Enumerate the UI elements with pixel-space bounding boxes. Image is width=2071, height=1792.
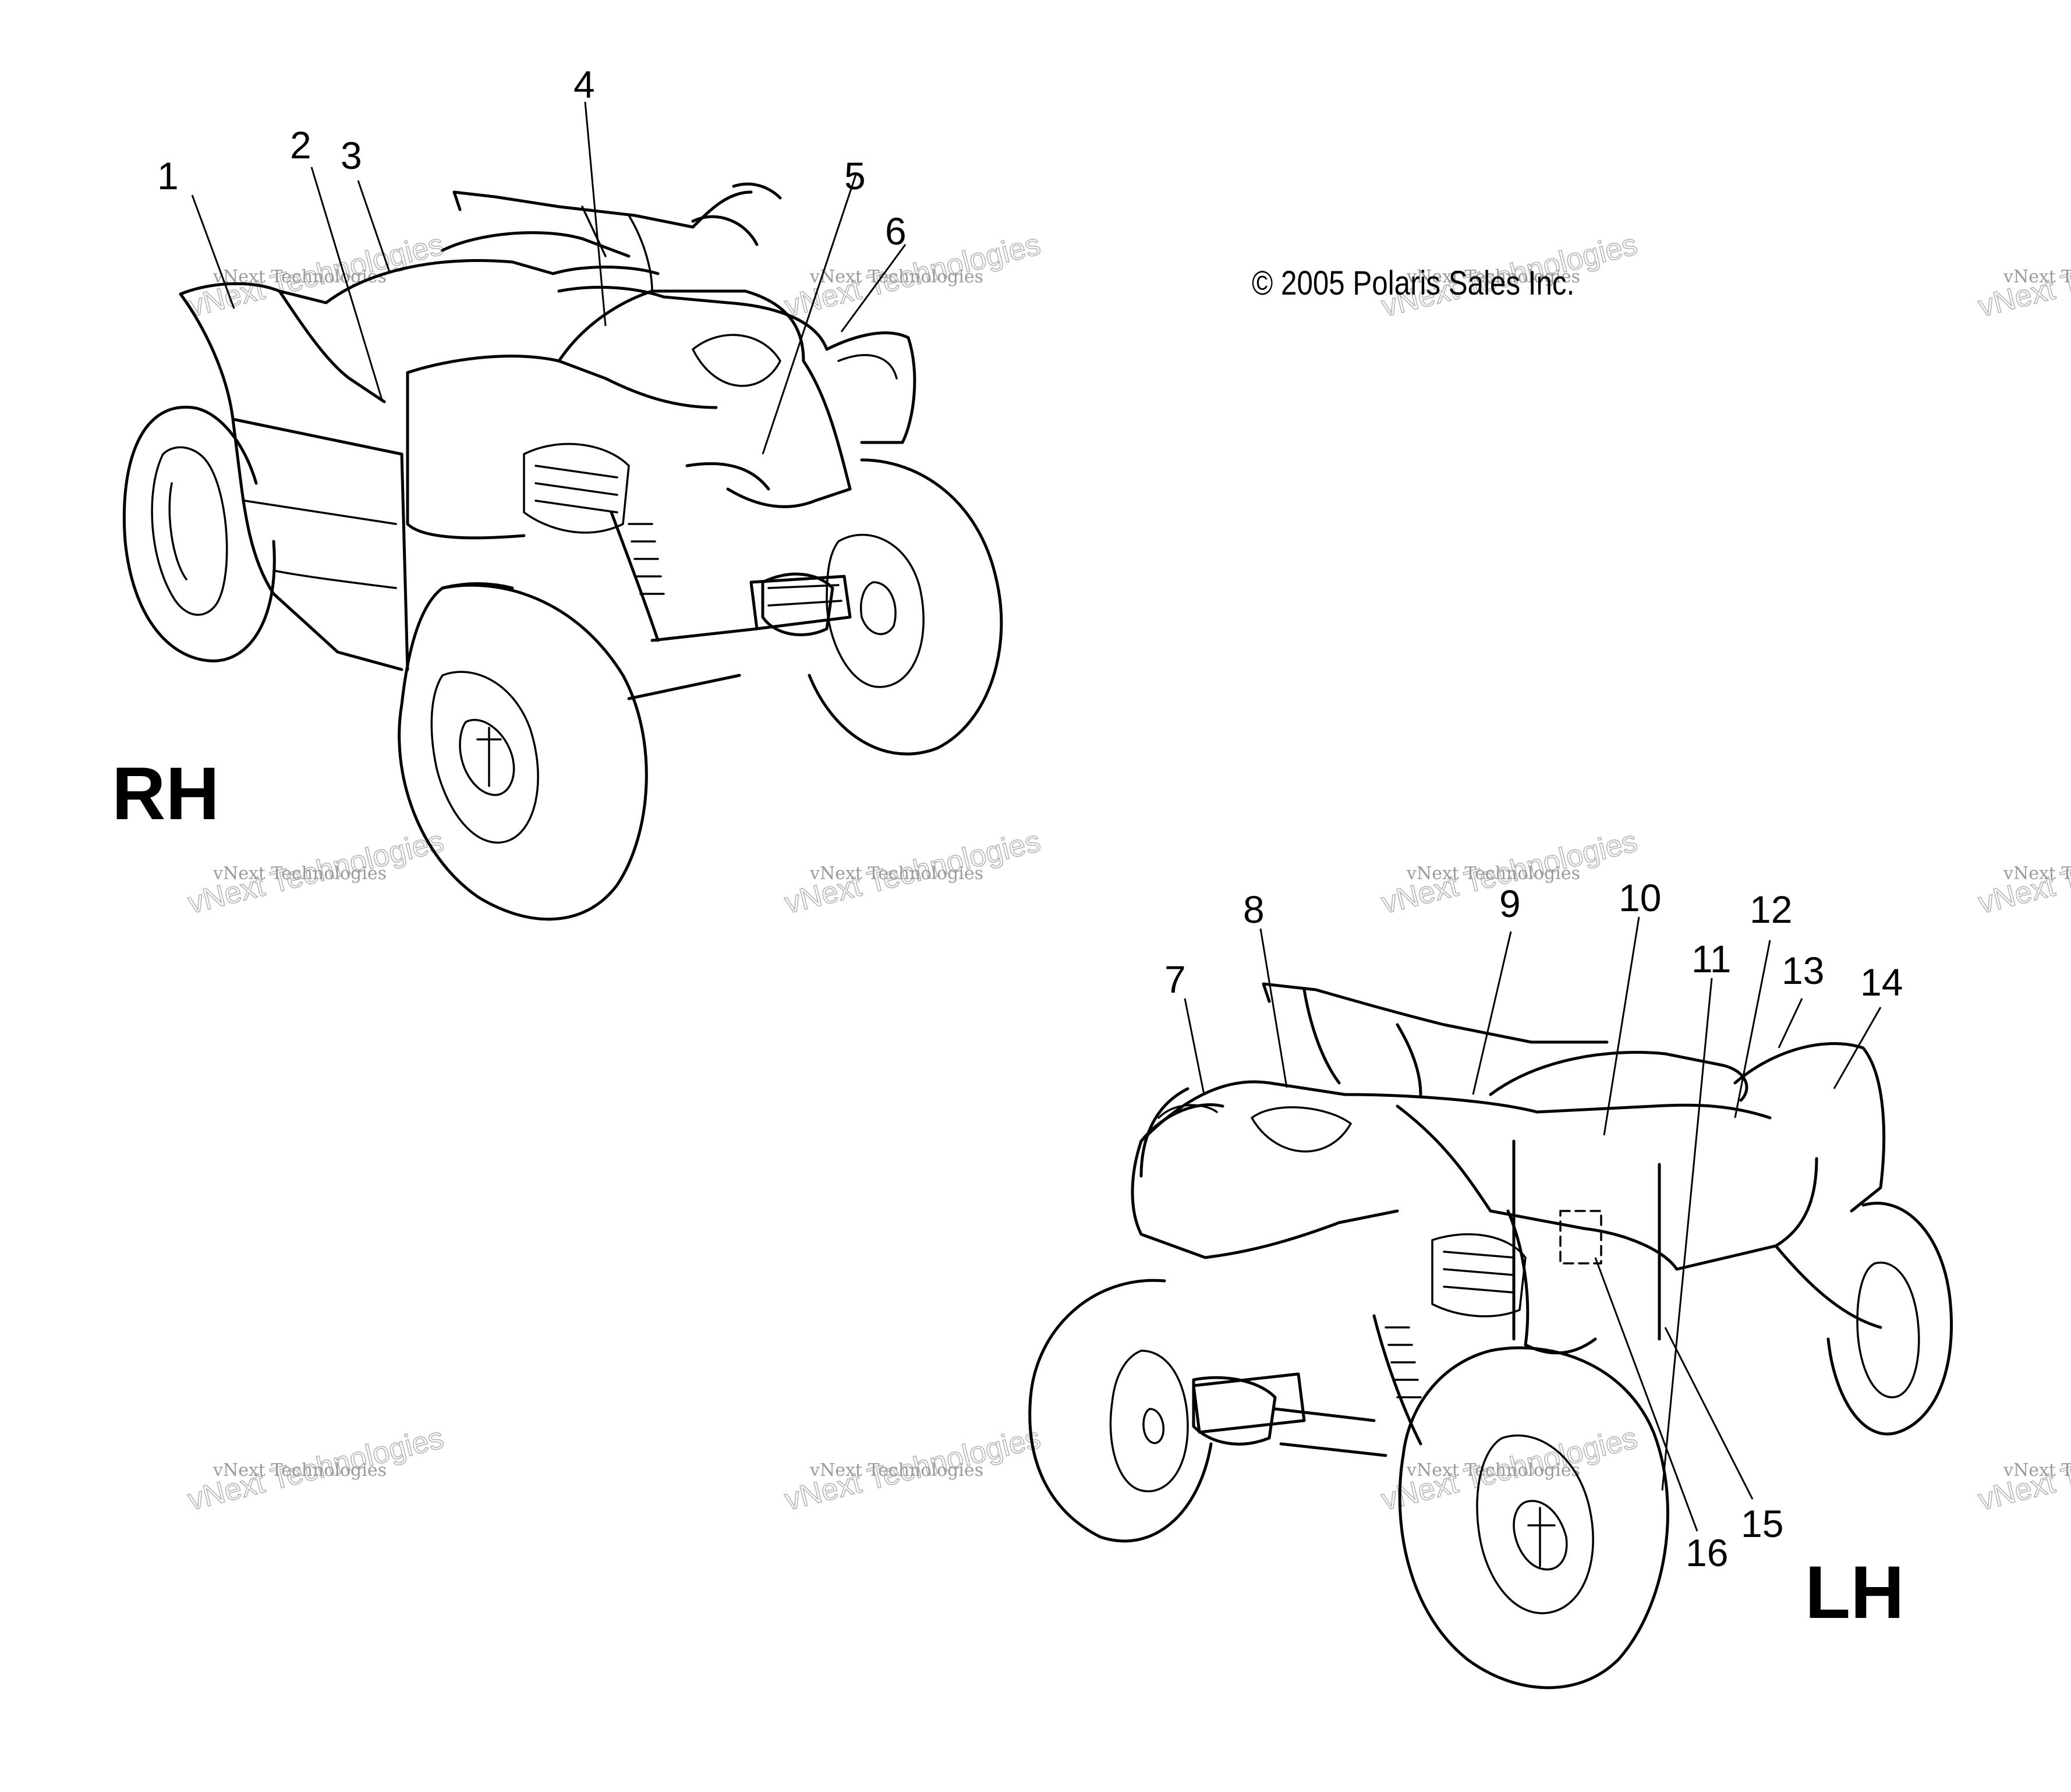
callout-6: 6 <box>885 210 907 253</box>
watermark-line1: vNext Technologies <box>809 1460 983 1481</box>
callout-leaders <box>191 101 1882 1532</box>
lh-front-right-wheel <box>1398 1346 1669 1690</box>
watermark-line1: vNext Technologies <box>2003 267 2071 287</box>
callout-9: 9 <box>1499 882 1521 925</box>
lh-engine <box>1192 1233 1527 1457</box>
callout-16: 16 <box>1686 1531 1728 1574</box>
callout-5: 5 <box>844 154 866 197</box>
lh-front-left-wheel <box>1028 1279 1213 1543</box>
watermark-line1: vNext Technologies <box>1406 1460 1580 1481</box>
callout-11: 11 <box>1691 937 1732 980</box>
watermark-line1: vNext Technologies <box>2003 1460 2071 1481</box>
lh-rear-wheel <box>1826 1202 1953 1436</box>
callout-15: 15 <box>1741 1502 1783 1545</box>
atv-rh-view <box>122 182 1003 921</box>
watermark-line1: vNext Technologies <box>809 863 983 884</box>
callout-1: 1 <box>157 154 179 197</box>
callout-2: 2 <box>290 123 311 167</box>
watermark-line1: vNext Technologies <box>809 267 983 287</box>
lh-view-label: LH <box>1805 1551 1904 1634</box>
callout-13: 13 <box>1782 949 1824 992</box>
rh-rear-wheel <box>122 405 276 663</box>
rh-front-left-wheel <box>398 582 648 921</box>
atv-lh-view <box>1028 982 1953 1690</box>
rh-front-bumper <box>749 575 852 631</box>
callout-8: 8 <box>1243 888 1265 931</box>
rh-view-label: RH <box>112 752 220 835</box>
callout-numbers: 1 2 3 4 5 6 7 8 9 10 11 12 13 14 15 16 <box>157 63 1903 1574</box>
callout-12: 12 <box>1750 888 1792 931</box>
callout-4: 4 <box>573 63 595 106</box>
watermark-line1: vNext Technologies <box>2003 863 2071 884</box>
rh-front-right-wheel <box>808 458 1003 756</box>
rh-engine <box>523 442 834 700</box>
callout-10: 10 <box>1619 876 1661 919</box>
rh-body <box>179 182 916 671</box>
watermark-line1: vNext Technologies <box>213 863 387 884</box>
callout-7: 7 <box>1164 958 1186 1001</box>
watermark-line1: vNext Technologies <box>1406 267 1580 287</box>
lh-front-bumper <box>1192 1372 1306 1434</box>
callout-3: 3 <box>341 134 362 177</box>
watermark-line1: vNext Technologies <box>1406 863 1580 884</box>
lh-body <box>1131 982 1886 1355</box>
callout-14: 14 <box>1860 961 1903 1004</box>
watermark-line1: vNext Technologies <box>213 1460 387 1481</box>
copyright-notice: © 2005 Polaris Sales Inc. <box>1252 264 1575 302</box>
